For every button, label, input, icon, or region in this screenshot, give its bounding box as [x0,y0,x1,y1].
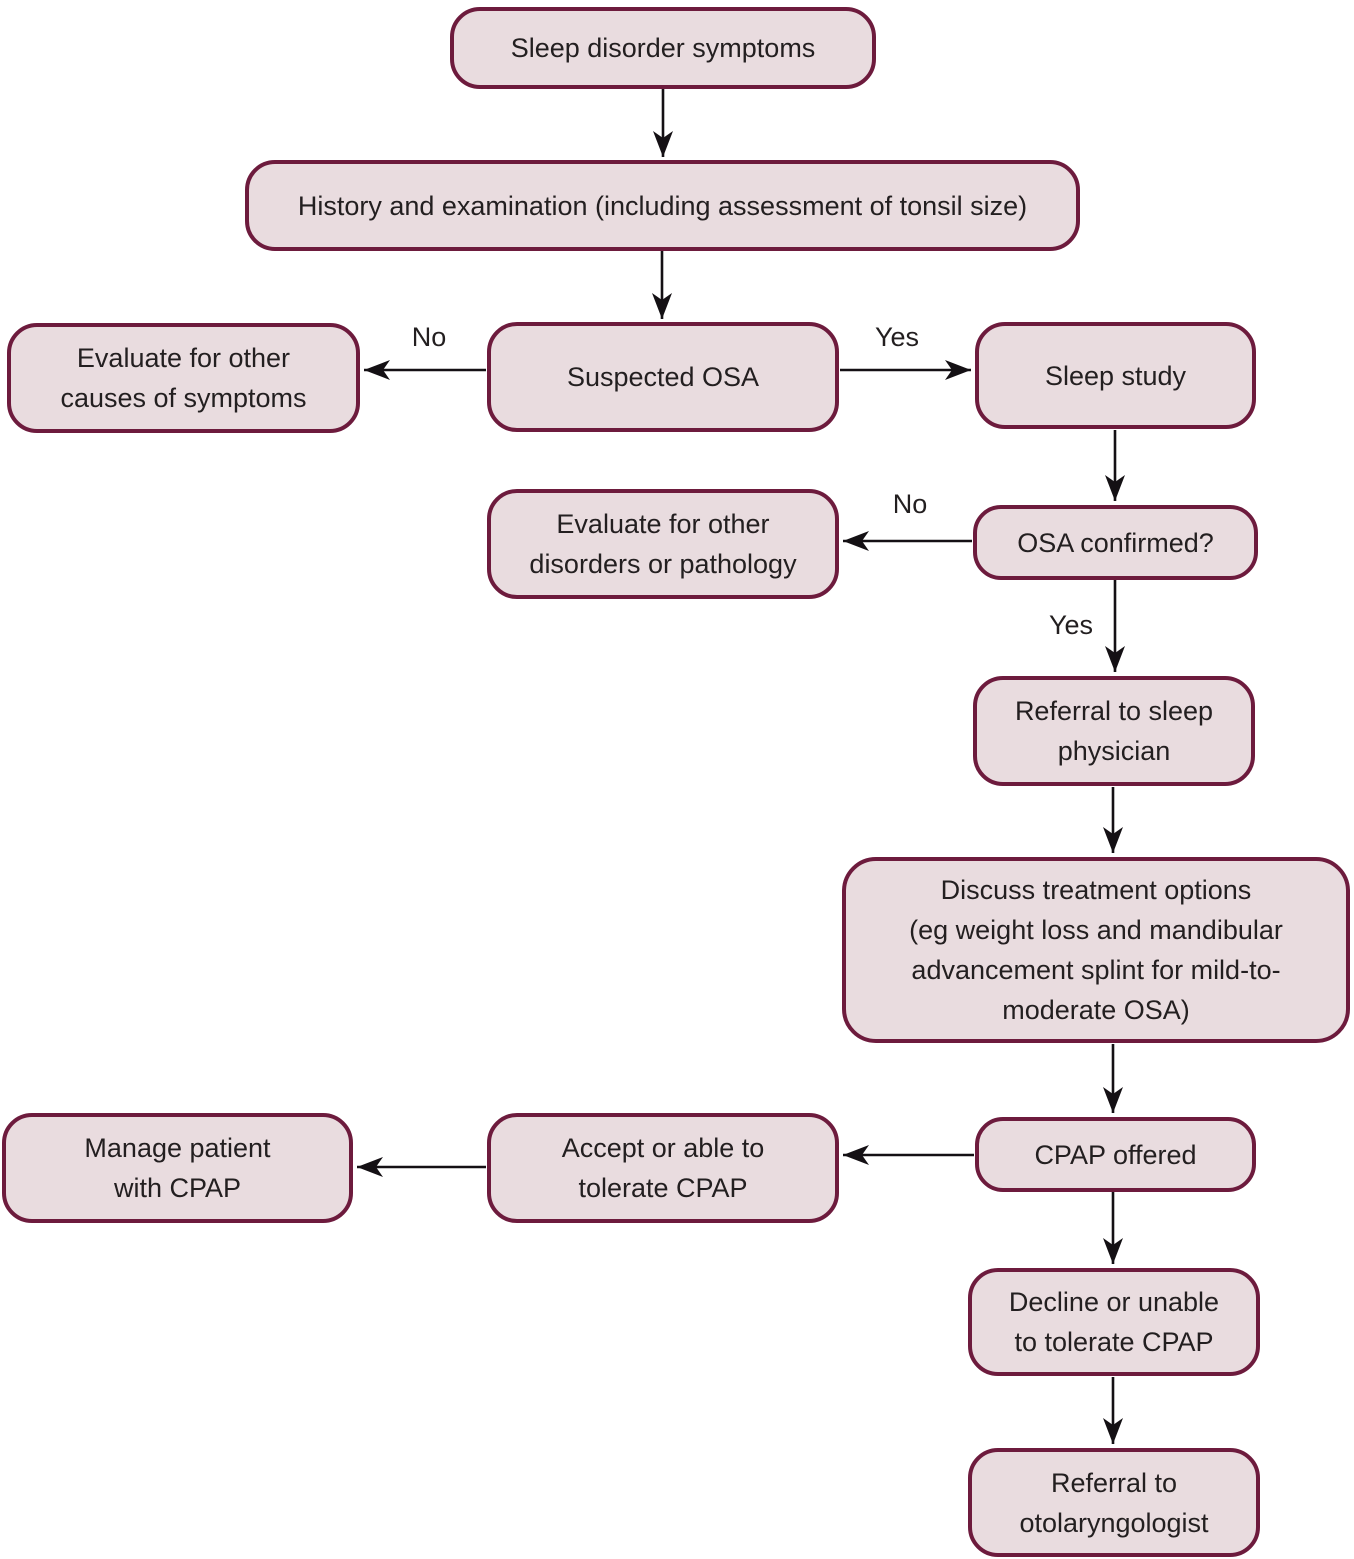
node-suspected-osa: Suspected OSA [487,322,839,432]
edge-label-suspected-yes: Yes [874,322,920,352]
node-referral-otolaryngologist: Referral to otolaryngologist [968,1448,1260,1557]
node-cpap-offered: CPAP offered [975,1117,1256,1192]
edge-label-confirmed-no: No [892,489,928,519]
node-sleep-study: Sleep study [975,322,1256,429]
node-manage-patient: Manage patient with CPAP [2,1113,353,1223]
node-evaluate-causes: Evaluate for other causes of symptoms [7,323,360,433]
edge-label-confirmed-yes: Yes [1048,610,1094,640]
node-sleep-disorder-symptoms: Sleep disorder symptoms [450,7,876,89]
edge-label-suspected-no: No [411,322,447,352]
node-evaluate-disorders: Evaluate for other disorders or patholog… [487,489,839,599]
node-discuss-treatment: Discuss treatment options (eg weight los… [842,857,1350,1043]
node-referral-sleep-physician: Referral to sleep physician [973,676,1255,786]
node-decline-cpap: Decline or unable to tolerate CPAP [968,1268,1260,1376]
node-osa-confirmed: OSA confirmed? [973,505,1258,580]
node-accept-tolerate: Accept or able to tolerate CPAP [487,1113,839,1223]
node-history-examination: History and examination (including asses… [245,160,1080,251]
